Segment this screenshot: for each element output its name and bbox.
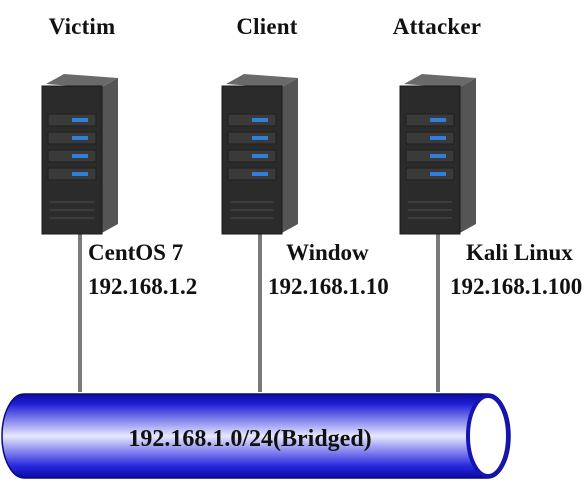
client-heading: Client: [236, 14, 298, 39]
victim-heading: Victim: [48, 14, 116, 39]
victim-os-label: CentOS 7: [88, 240, 184, 265]
victim-network-link: [78, 232, 82, 392]
attacker-heading: Attacker: [392, 14, 482, 39]
victim-ip-label: 192.168.1.2: [88, 274, 198, 299]
client-os-label: Window: [286, 240, 369, 265]
victim-server-icon: [38, 74, 122, 236]
attacker-ip-label: 192.168.1.100: [450, 274, 583, 299]
attacker-os-label: Kali Linux: [466, 240, 573, 265]
attacker-server-icon: [396, 74, 480, 236]
attacker-network-link: [436, 232, 440, 392]
network-label: 192.168.1.0/24(Bridged): [128, 426, 372, 452]
client-network-link: [258, 232, 262, 392]
client-server-icon: [218, 74, 302, 236]
client-info: Window 192.168.1.10: [268, 236, 389, 304]
client-ip-label: 192.168.1.10: [268, 274, 389, 299]
network-bus: [0, 378, 586, 490]
attacker-info: Kali Linux 192.168.1.100: [450, 236, 582, 304]
victim-info: CentOS 7 192.168.1.2: [88, 236, 197, 304]
